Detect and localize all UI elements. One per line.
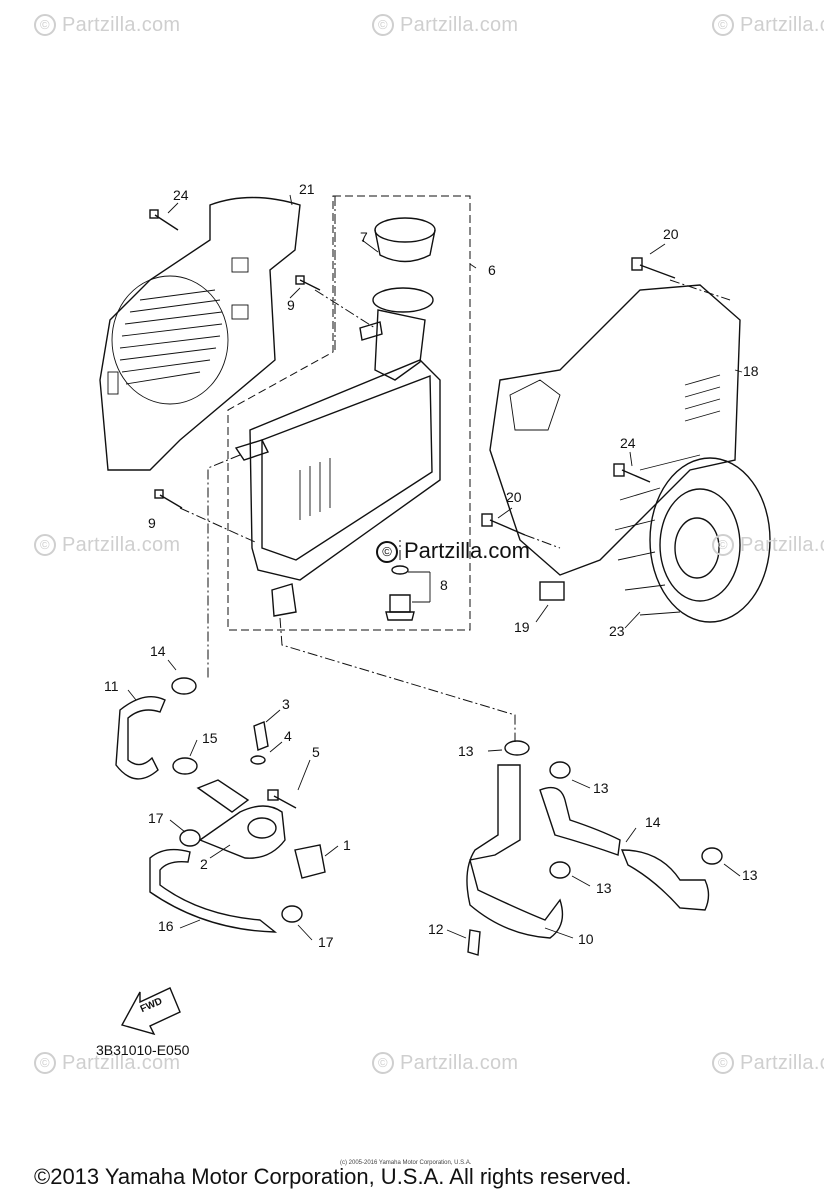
part-label-17: 17 xyxy=(148,810,164,826)
part-label-3: 3 xyxy=(282,696,290,712)
watermark: ©Partzilla.com xyxy=(712,534,824,557)
part-label-7: 7 xyxy=(360,229,368,245)
copyright-icon: © xyxy=(712,14,734,36)
part-label-13: 13 xyxy=(593,780,609,796)
part-label-4: 4 xyxy=(284,728,292,744)
part-label-24: 24 xyxy=(620,435,636,451)
copyright-icon: © xyxy=(34,14,56,36)
part-label-8: 8 xyxy=(440,577,448,593)
part-label-22: 24 xyxy=(173,187,189,203)
part-label-15: 14 xyxy=(150,643,166,659)
hose-14 xyxy=(539,786,710,911)
part-label-5: 5 xyxy=(312,744,320,760)
part-label-18: 18 xyxy=(743,363,759,379)
part-label-9: 9 xyxy=(148,515,156,531)
part-label-20: 20 xyxy=(663,226,679,242)
part-label-10: 10 xyxy=(578,931,594,947)
fan-shroud xyxy=(99,196,301,471)
fwd-arrow xyxy=(120,987,181,1036)
clamps-left xyxy=(171,677,303,923)
part-label-11: 11 xyxy=(104,678,119,694)
part-label-16: 16 xyxy=(158,918,174,934)
radiator xyxy=(234,287,441,617)
fan-cover xyxy=(489,284,741,576)
copyright-icon: © xyxy=(372,1052,394,1074)
part-label-13: 13 xyxy=(458,743,474,759)
copyright-icon: © xyxy=(34,1052,56,1074)
copyright-notice: ©2013 Yamaha Motor Corporation, U.S.A. A… xyxy=(34,1164,632,1189)
diagram-code: 3B31010-E050 xyxy=(96,1042,190,1058)
hose-16 xyxy=(149,848,278,933)
radiator-cap xyxy=(374,217,436,263)
hose-10 xyxy=(466,764,564,939)
copyright-icon: © xyxy=(34,534,56,556)
copyright-icon: © xyxy=(712,1052,734,1074)
part-label-20: 20 xyxy=(506,489,522,505)
clamps-right xyxy=(467,740,723,956)
hose-11 xyxy=(115,696,166,780)
part-label-14: 14 xyxy=(645,814,661,830)
part-label-13: 13 xyxy=(742,867,758,883)
part-label-23: 23 xyxy=(609,623,625,639)
assembly-lines xyxy=(179,196,731,742)
copyright-icon: © xyxy=(712,534,734,556)
part-label-2: 2 xyxy=(200,856,208,872)
watermark: ©Partzilla.com xyxy=(372,14,518,37)
watermark: ©Partzilla.com xyxy=(34,534,180,557)
part-label-6: 6 xyxy=(488,262,496,278)
part-label-13: 13 xyxy=(596,880,612,896)
cooling-fan xyxy=(614,454,771,623)
watermark: ©Partzilla.com xyxy=(34,14,180,37)
watermark: ©Partzilla.com xyxy=(712,1052,824,1075)
part-label-19: 19 xyxy=(514,619,530,635)
part-label-15: 15 xyxy=(202,730,218,746)
part-label-17: 17 xyxy=(318,934,334,950)
label-leaders xyxy=(127,194,743,941)
part-label-1: 1 xyxy=(343,837,351,853)
thermostat-housing xyxy=(196,721,326,879)
watermark: ©Partzilla.com xyxy=(34,1052,180,1075)
part-label-12: 12 xyxy=(428,921,444,937)
fine-print: (c) 2005-2016 Yamaha Motor Corporation, … xyxy=(340,1160,472,1166)
drain-bolt xyxy=(385,565,415,621)
copyright-icon: © xyxy=(376,541,398,563)
watermark: ©Partzilla.com xyxy=(372,1052,518,1075)
watermark: ©Partzilla.com xyxy=(712,14,824,37)
radiator-group-box xyxy=(227,195,471,631)
copyright-icon: © xyxy=(372,14,394,36)
part-label-21: 21 xyxy=(299,181,315,197)
center-watermark: ©Partzilla.com xyxy=(376,538,530,564)
part-label-9: 9 xyxy=(287,297,295,313)
bolts xyxy=(149,209,676,601)
